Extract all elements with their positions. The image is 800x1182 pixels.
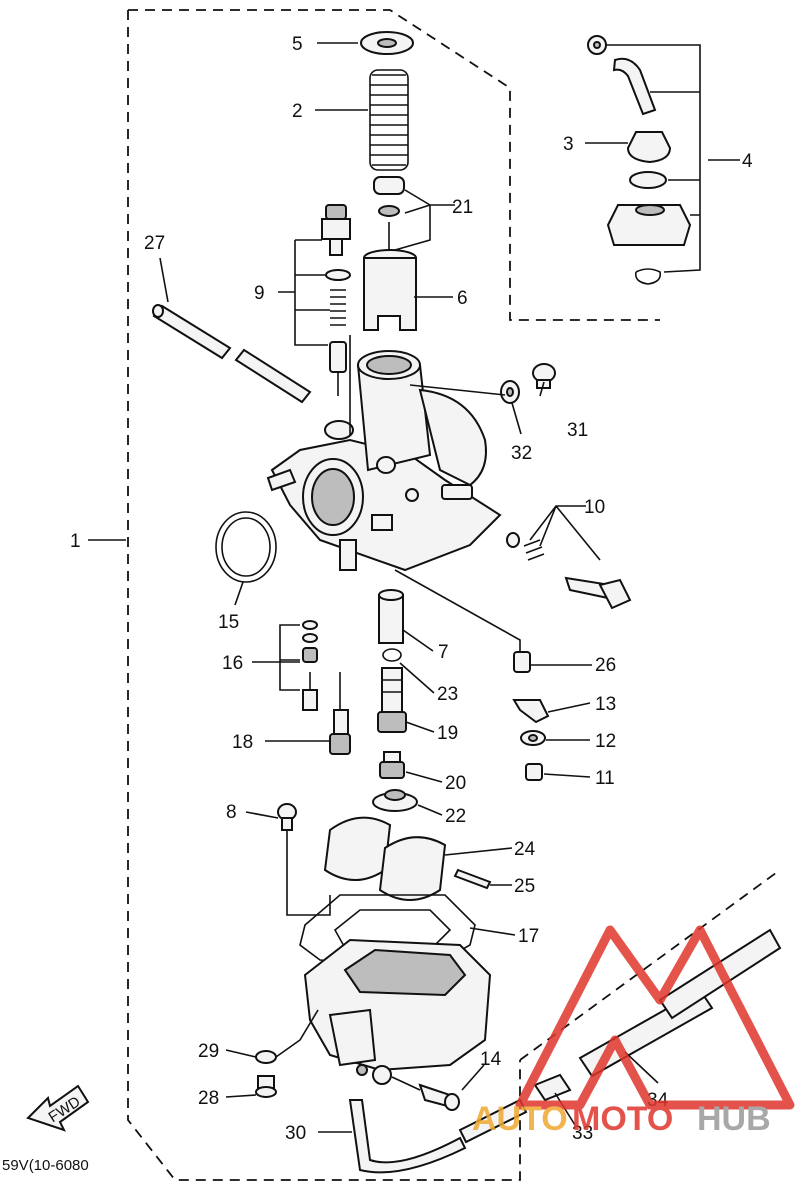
- callout-21: 21: [452, 197, 473, 218]
- callout-18: 18: [232, 732, 253, 753]
- callout-14: 14: [480, 1049, 502, 1070]
- callout-22: 22: [445, 806, 466, 827]
- callout-2: 2: [292, 101, 303, 122]
- part-22-baffle: [372, 789, 418, 812]
- callout-27: 27: [144, 233, 165, 254]
- callout-11: 11: [595, 768, 615, 789]
- part-24-floats: [323, 816, 447, 901]
- parts-11-12-13-26-small: [394, 569, 550, 781]
- part-5-spring-seat: [360, 31, 414, 55]
- part-19-jet-holder: [377, 667, 407, 733]
- part-10-throttle-stop-screw: [506, 532, 632, 610]
- callout-9: 9: [254, 283, 265, 304]
- watermark-triangle-icon: [515, 925, 795, 1110]
- callout-10: 10: [584, 497, 605, 518]
- callout-16: 16: [222, 653, 243, 674]
- callout-23: 23: [437, 684, 458, 705]
- leader-lines: [88, 42, 740, 1133]
- part-3-4-starter-assembly: [587, 35, 701, 285]
- callout-32: 32: [511, 443, 532, 464]
- part-25-float-pin: [453, 868, 492, 890]
- part-15-o-ring: [215, 511, 277, 583]
- callout-28: 28: [198, 1088, 219, 1109]
- callout-30: 30: [285, 1123, 306, 1144]
- callout-6: 6: [457, 288, 468, 309]
- callout-26: 26: [595, 655, 616, 676]
- callout-25: 25: [514, 876, 535, 897]
- part-27-air-vent-hose: [152, 304, 312, 404]
- callout-1: 1: [70, 531, 81, 552]
- part-31-32-screw-washer: [500, 363, 556, 404]
- part-20-main-jet: [379, 751, 405, 779]
- part-7-needle-jet: [378, 589, 404, 644]
- callout-33: 33: [572, 1123, 593, 1144]
- callout-24: 24: [514, 839, 536, 860]
- callout-4: 4: [742, 151, 753, 172]
- parts-28-29-drain: [255, 1009, 319, 1098]
- callout-13: 13: [595, 694, 616, 715]
- callout-3: 3: [563, 134, 574, 155]
- carburetor-body: [266, 335, 506, 572]
- watermark-logo: AUTO MOTO HUB: [472, 925, 795, 1138]
- part-14-drain-screw: [391, 1076, 460, 1111]
- callout-29: 29: [198, 1041, 219, 1062]
- part-9-pilot-screw-set: [321, 204, 351, 396]
- callout-17: 17: [518, 926, 539, 947]
- callout-12: 12: [595, 731, 616, 752]
- watermark-moto: MOTO: [572, 1100, 673, 1138]
- callout-15: 15: [218, 612, 239, 633]
- part-8-screw: [277, 803, 331, 916]
- callout-labels: 5 2 3 4 21 27 9 6 31 32 10 1 15 7 16 26 …: [70, 34, 753, 1144]
- float-chamber: [303, 938, 492, 1085]
- watermark-hub: HUB: [697, 1100, 771, 1138]
- callout-19: 19: [437, 723, 458, 744]
- part-2-throttle-spring: [369, 69, 409, 171]
- callout-7: 7: [438, 642, 449, 663]
- part-30-drain-hose: [348, 1098, 528, 1174]
- callout-31: 31: [567, 420, 588, 441]
- part-18-jet: [329, 672, 351, 755]
- callout-20: 20: [445, 773, 466, 794]
- part-21-needle-clip: [373, 176, 405, 250]
- callout-5: 5: [292, 34, 303, 55]
- part-16-pilot-jet-group: [279, 620, 318, 711]
- watermark-auto: AUTO: [472, 1100, 568, 1138]
- part-23-o-ring: [382, 648, 402, 662]
- callout-8: 8: [226, 802, 237, 823]
- part-6-throttle-valve: [363, 249, 417, 331]
- fwd-arrow-icon: FWD: [26, 1084, 90, 1132]
- diagram-code: 59V(10-6080: [2, 1157, 89, 1174]
